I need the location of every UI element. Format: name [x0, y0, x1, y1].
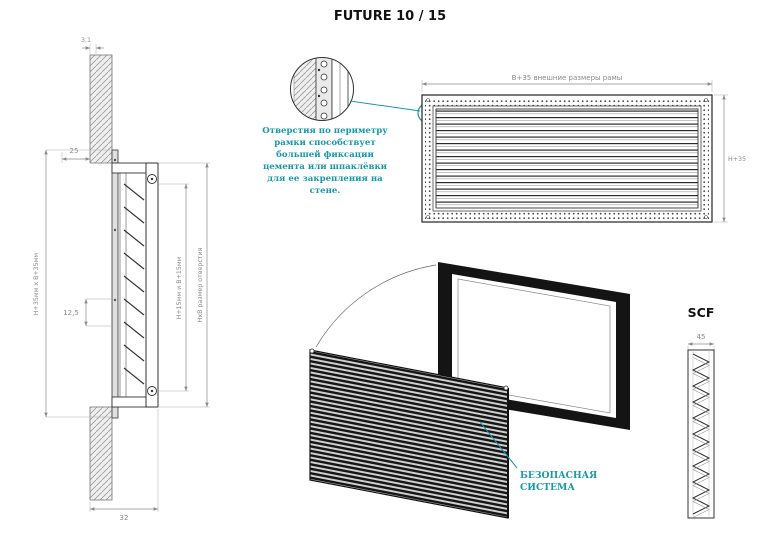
dim-label-flange: 25 — [70, 147, 79, 155]
dim-flange — [61, 152, 90, 163]
dim-label-outer-size: H+35мм x B+35мм — [33, 253, 40, 316]
dim-label-scf-width: 45 — [697, 333, 706, 341]
scf-detail: SCF 45 — [687, 305, 715, 519]
dim-opening-size — [158, 162, 210, 408]
dim-label-inner-size: H+15мм и B+15мм — [176, 256, 183, 319]
note-line-1: Отверстия по периметру — [262, 126, 388, 136]
callout-line-1: БЕЗОПАСНАЯ — [520, 470, 597, 481]
detail-circle — [290, 57, 354, 121]
note-line-3: большей фиксации — [276, 149, 374, 160]
front-louvers — [435, 108, 699, 209]
note-line-6: стене. — [310, 186, 341, 196]
dim-outer-size — [44, 149, 112, 418]
callout-leader-line — [479, 421, 518, 469]
scf-zigzag-blades — [691, 353, 711, 515]
note-line-2: рамки способствует — [274, 137, 375, 148]
front-view: B+35 внешние размеры рамы H+35 — [421, 74, 746, 223]
detail-view — [290, 57, 445, 125]
detail-leader-line — [349, 100, 421, 112]
iso-view: БЕЗОПАСНАЯ СИСТЕМА — [309, 262, 630, 519]
wall-section-bottom — [89, 406, 113, 501]
assembly-guide-line — [315, 264, 437, 348]
section-view: 3,1 25 12,5 32 H+35мм x B+35мм — [33, 37, 210, 522]
scf-label: SCF — [688, 305, 715, 320]
callout-line-2: СИСТЕМА — [520, 482, 575, 493]
frame-section — [111, 162, 159, 408]
wall-section-top — [89, 54, 113, 164]
louver-blades-section — [123, 183, 145, 385]
dim-label-front-width: B+35 внешние размеры рамы — [512, 74, 623, 82]
detail-note: Отверстия по периметру рамки способствуе… — [262, 126, 388, 196]
dim-pitch — [84, 298, 112, 327]
dim-label-depth: 32 — [120, 514, 129, 522]
panel-fastener-right — [503, 385, 509, 391]
dim-label-opening-size: HxB размер отверстия — [197, 247, 204, 322]
iso-frame-opening — [452, 274, 616, 418]
page-title: FUTURE 10 / 15 — [334, 9, 446, 24]
mounting-flange — [111, 149, 119, 419]
iso-frame-inner-line — [457, 278, 611, 414]
panel-fastener-left — [309, 348, 315, 354]
dim-wall-thickness — [82, 44, 104, 54]
dim-label-wall-thickness: 3,1 — [81, 37, 91, 44]
note-line-5: для ее закрепления на — [267, 174, 383, 184]
note-line-4: цемента или шпаклёвки — [263, 161, 388, 172]
dim-label-pitch: 12,5 — [63, 309, 79, 317]
scf-zigzag-blades-shadow — [692, 357, 710, 518]
dim-label-front-height: H+35 — [728, 156, 746, 163]
dim-inner-size — [158, 183, 189, 392]
dim-depth — [89, 409, 159, 512]
